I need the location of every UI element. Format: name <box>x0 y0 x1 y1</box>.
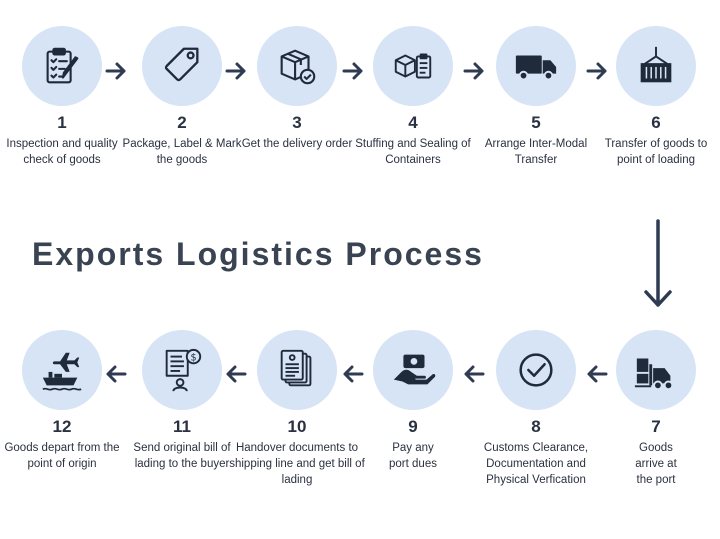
step-1-number: 1 <box>57 113 67 132</box>
step-11-circle: $ <box>142 330 222 410</box>
boxes-clipboard-icon <box>394 53 432 79</box>
page-title: Exports Logistics Process <box>32 236 484 272</box>
step-4-number: 4 <box>408 113 418 132</box>
arrow-left-icon <box>226 365 247 383</box>
step-3: 3 Get the delivery order <box>237 26 357 152</box>
plane-ship-icon <box>42 352 82 391</box>
step-6-label: Transfer of goods to point of loading <box>604 138 708 166</box>
step-11-label: Send original bill of lading to the buye… <box>133 442 231 470</box>
step-4-label: Stuffing and Sealing of Containers <box>355 138 471 166</box>
arrow-right-icon <box>463 62 484 80</box>
documents-stack-icon <box>280 349 312 387</box>
step-10-number: 10 <box>287 417 307 436</box>
hand-money-icon <box>393 354 436 385</box>
step-2: 2 Package, Label & Mark the goods <box>122 26 242 168</box>
step-5-label: Arrange Inter-Modal Transfer <box>484 138 588 166</box>
step-10-label: Handover documents to shipping line and … <box>229 442 365 486</box>
step-7: 7 Goods arrive at the port <box>596 330 716 488</box>
step-3-circle <box>257 26 337 106</box>
step-1: 1 Inspection and quality check of goods <box>2 26 122 168</box>
step-9: 9 Pay any port dues <box>353 330 473 472</box>
step-9-number: 9 <box>408 417 418 436</box>
step-8-label: Customs Clearance, Documentation and Phy… <box>483 442 589 486</box>
step-12-label: Goods depart from the point of origin <box>4 442 120 470</box>
arrow-right-icon <box>342 62 363 80</box>
arrow-right-icon <box>586 62 607 80</box>
step-7-label: Goods arrive at the port <box>635 442 677 486</box>
step-12-circle <box>22 330 102 410</box>
step-6: 6 Transfer of goods to point of loading <box>596 26 716 168</box>
step-3-number: 3 <box>292 113 302 132</box>
arrow-left-icon <box>464 365 485 383</box>
arrow-down-icon <box>644 219 672 307</box>
step-6-number: 6 <box>651 113 661 132</box>
step-1-label: Inspection and quality check of goods <box>6 138 118 166</box>
step-1-circle <box>22 26 102 106</box>
arrow-left-icon <box>343 365 364 383</box>
forklift-icon <box>634 358 674 391</box>
step-9-label: Pay any port dues <box>389 442 437 470</box>
step-8-circle <box>496 330 576 410</box>
step-2-circle <box>142 26 222 106</box>
step-5-circle <box>496 26 576 106</box>
step-6-circle <box>616 26 696 106</box>
price-tag-icon <box>164 47 199 82</box>
step-7-number: 7 <box>651 417 661 436</box>
arrow-left-icon <box>106 365 127 383</box>
step-8-number: 8 <box>531 417 541 436</box>
arrow-right-icon <box>105 62 126 80</box>
clipboard-checklist-icon <box>46 47 79 84</box>
arrow-left-icon <box>587 365 608 383</box>
truck-icon <box>515 55 557 81</box>
step-5-number: 5 <box>531 113 541 132</box>
step-5: 5 Arrange Inter-Modal Transfer <box>476 26 596 168</box>
step-8: 8 Customs Clearance, Documentation and P… <box>476 330 596 488</box>
step-11: $ 11 Send original bill of lading to the… <box>122 330 242 472</box>
step-10: 10 Handover documents to shipping line a… <box>229 330 365 488</box>
box-check-icon <box>280 49 316 85</box>
step-12: 12 Goods depart from the point of origin <box>2 330 122 472</box>
step-2-number: 2 <box>177 113 187 132</box>
step-10-circle <box>257 330 337 410</box>
step-2-label: Package, Label & Mark the goods <box>122 138 242 166</box>
step-11-number: 11 <box>173 417 191 436</box>
step-9-circle <box>373 330 453 410</box>
crane-container-icon <box>640 46 672 83</box>
arrow-right-icon <box>225 62 246 80</box>
step-12-number: 12 <box>52 417 72 436</box>
svg-text:$: $ <box>190 352 196 363</box>
step-4-circle <box>373 26 453 106</box>
step-7-circle <box>616 330 696 410</box>
step-3-label: Get the delivery order <box>241 138 353 150</box>
checkmark-circle-icon <box>519 353 553 387</box>
invoice-person-icon: $ <box>165 348 202 392</box>
step-4: 4 Stuffing and Sealing of Containers <box>353 26 473 168</box>
